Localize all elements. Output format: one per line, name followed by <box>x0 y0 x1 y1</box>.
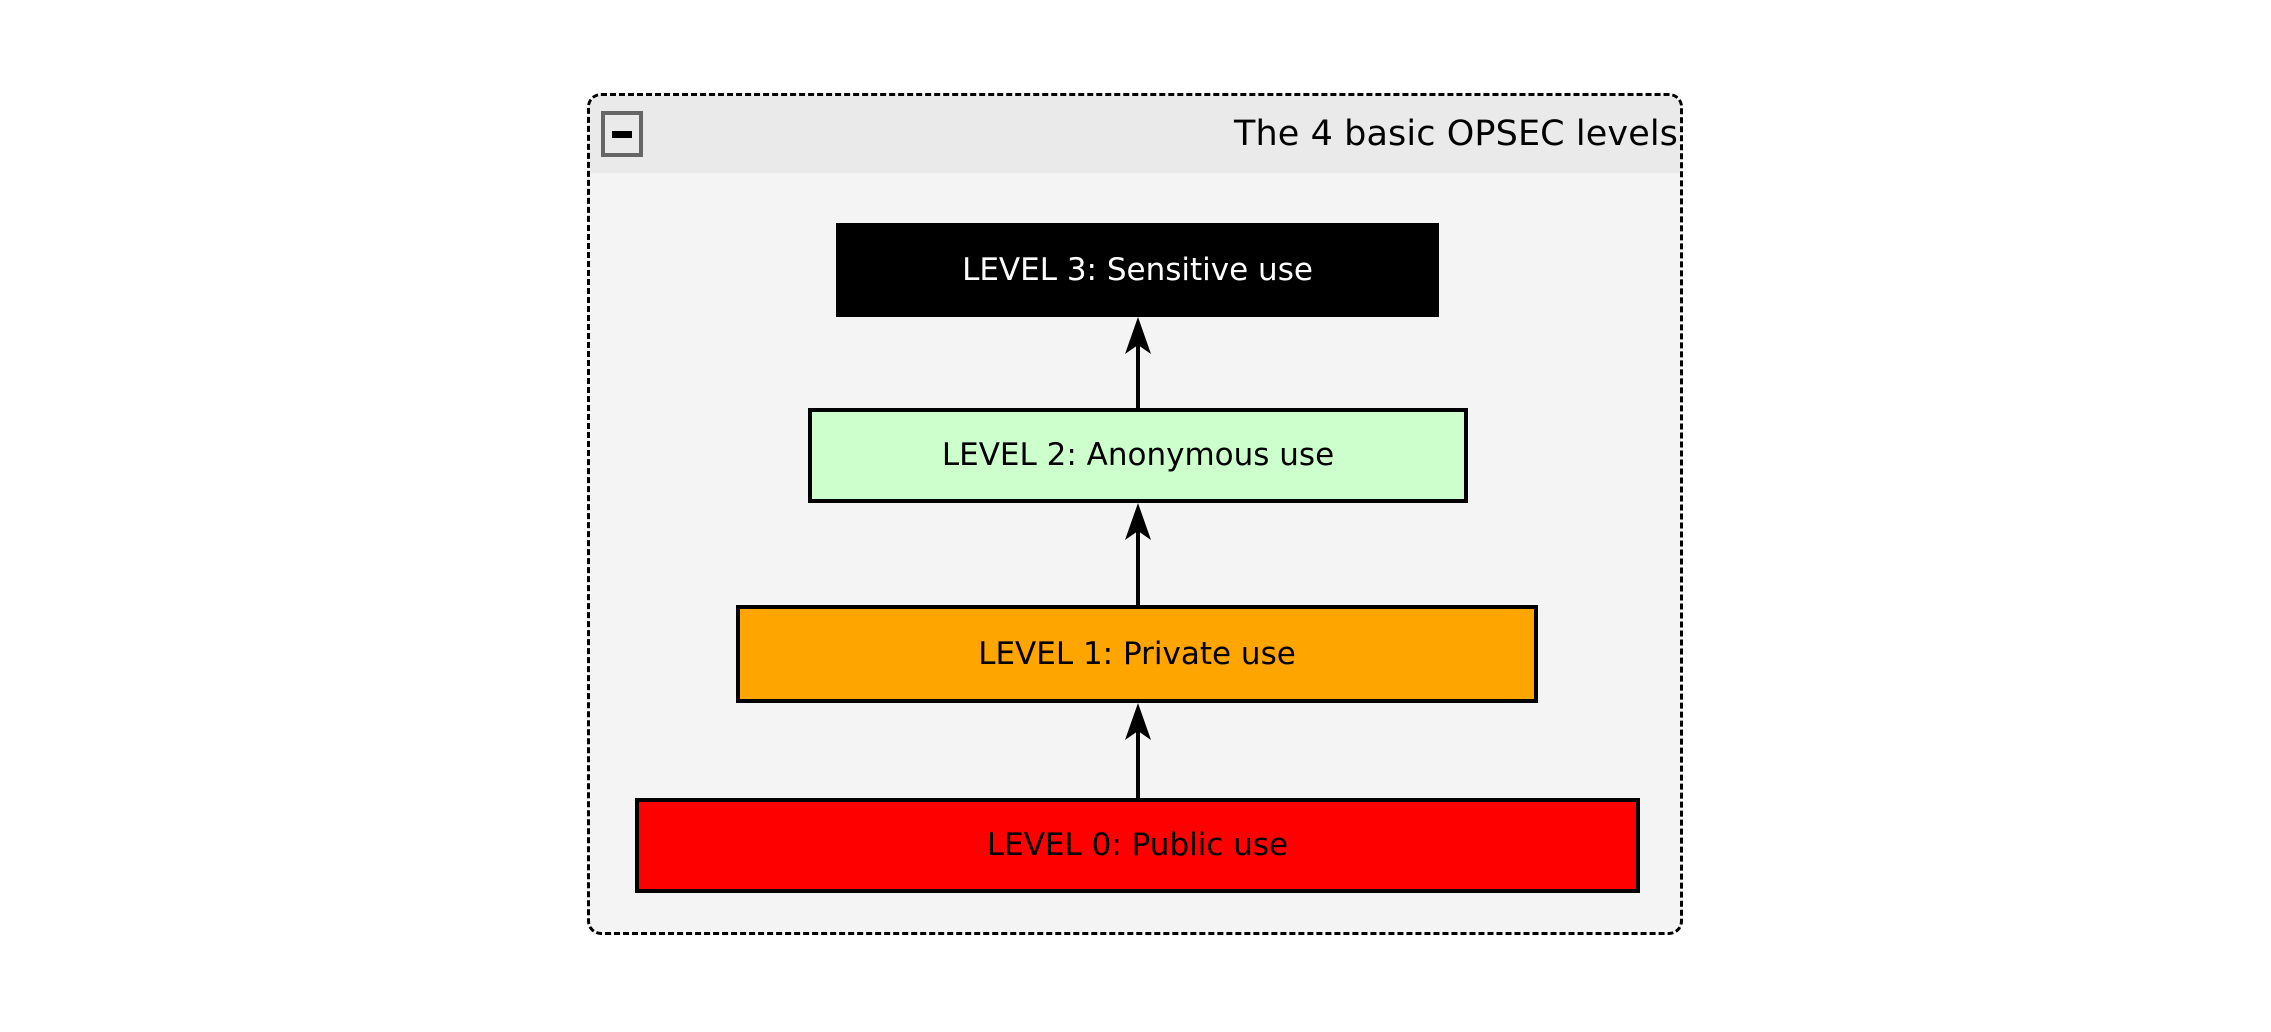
node-label-level-3: LEVEL 3: Sensitive use <box>962 251 1313 288</box>
arrow-level2-to-level3 <box>1125 317 1151 408</box>
node-level-1[interactable]: LEVEL 1: Private use <box>736 605 1538 703</box>
node-label-level-1: LEVEL 1: Private use <box>978 635 1296 672</box>
collapse-toggle-button[interactable] <box>601 111 643 157</box>
node-label-level-2: LEVEL 2: Anonymous use <box>941 437 1335 473</box>
diagram-cluster-container: The 4 basic OPSEC levels LEVEL 3: Sensit… <box>587 93 1683 935</box>
node-level-2[interactable]: LEVEL 2: Anonymous use <box>808 408 1468 503</box>
cluster-header: The 4 basic OPSEC levels <box>590 96 1680 173</box>
arrow-level1-to-level2 <box>1125 503 1151 605</box>
arrow-level0-to-level1 <box>1125 703 1151 798</box>
node-level-0[interactable]: LEVEL 0: Public use <box>635 798 1640 893</box>
node-label-level-0: LEVEL 0: Public use <box>986 827 1289 863</box>
page-title: The 4 basic OPSEC levels <box>1233 114 1678 154</box>
node-level-3[interactable]: LEVEL 3: Sensitive use <box>836 223 1439 317</box>
minus-icon <box>612 130 632 138</box>
